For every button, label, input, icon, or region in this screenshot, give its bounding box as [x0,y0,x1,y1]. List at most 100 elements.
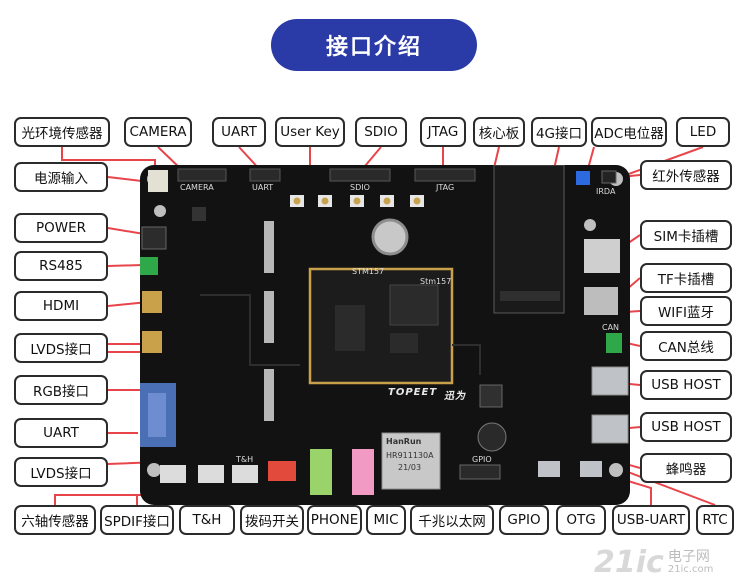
label-camera: CAMERA [124,117,192,147]
mini-pcie-slot [500,291,560,301]
buzzer [477,422,507,452]
silk-can: CAN [602,323,620,332]
label-spdif: SPDIF接口 [100,505,174,535]
label-power: POWER [14,213,108,243]
can-connector [606,333,622,353]
label-light-sensor: 光环境传感器 [14,117,110,147]
mount-hole [584,219,596,231]
label-phone: PHONE [307,505,362,535]
label-jtag: JTAG [420,117,466,147]
label-user-key: User Key [275,117,345,147]
hdmi-connector [142,291,162,313]
label-led: LED [676,117,730,147]
label-lvds-2: LVDS接口 [14,457,108,487]
watermark-logo: 21ic [594,545,664,580]
sim-slot [584,239,620,273]
jtag-header [414,168,476,182]
label-tf: TF卡插槽 [640,263,732,293]
label-4g: 4G接口 [531,117,587,147]
line-rs485 [107,264,143,267]
label-wifi: WIFI蓝牙 [640,296,732,326]
ram-chip [335,305,365,351]
camera-header [177,168,227,182]
light-sensor [148,170,168,192]
label-power-input: 电源输入 [14,162,108,192]
usb-uart-port [580,461,602,477]
ethernet-jack [381,432,441,490]
silk-th: T&H [236,455,254,464]
label-gigabit-ethernet: 千兆以太网 [410,505,494,535]
label-rs485: RS485 [14,251,108,281]
label-dip-switch: 拨码开关 [240,505,304,535]
label-gpio: GPIO [499,505,549,535]
ir-sensor [601,170,617,184]
label-lvds-1: LVDS接口 [14,333,108,363]
label-usb-host-2: USB HOST [640,412,732,442]
lvds-hdmi-connector [142,331,162,353]
circuit-board: STM157 Stm157 TOPEET 迅为 HanRun HR911130A… [140,165,630,505]
coin-cell [371,218,409,256]
silk-uart: UART [252,183,274,192]
watermark-line2: 21ic.com [667,564,714,576]
label-mic: MIC [366,505,406,535]
label-sim: SIM卡插槽 [640,220,732,250]
label-otg: OTG [556,505,606,535]
cpu-chip [389,284,439,326]
watermark-line1: 电子网 [667,549,710,566]
mount-hole [154,205,166,217]
otg-port [538,461,560,477]
label-can: CAN总线 [640,331,732,361]
label-buzzer: 蜂鸣器 [640,453,732,483]
spdif-connector [198,465,224,483]
usb-host-1 [591,366,629,396]
silk-sdio: SDIO [350,183,370,192]
label-hdmi: HDMI [14,291,108,321]
label-rtc: RTC [696,505,734,535]
wifi-module [479,384,503,408]
th-connector [232,465,258,483]
serial-db9-face [148,393,166,437]
eth-brand: HanRun [386,437,422,446]
board-graphics [140,165,629,495]
tf-slot [584,287,618,315]
label-ir-sensor: 红外传感器 [640,160,732,190]
silk-gpio: GPIO [472,455,492,464]
label-six-axis: 六轴传感器 [14,505,96,535]
power-jack [141,226,167,250]
watermark: 21ic 电子网 21ic.com [594,546,744,580]
brand-logo-cn: 迅为 [444,391,466,402]
rgb-connector [264,291,274,343]
uart-header [249,168,281,182]
sdio-header [329,168,391,182]
lvds-connector-2 [264,369,274,421]
core-silk-label-2: Stm157 [420,277,452,286]
mount-hole [609,463,623,477]
phone-jack [310,449,332,495]
rs485-connector [140,257,158,275]
label-core-board: 核心板 [473,117,525,147]
emmc-chip [390,333,418,353]
gpio-header [459,464,501,480]
silk-jtag: JTAG [436,183,455,192]
label-adc: ADC电位器 [591,117,667,147]
label-usb-host-1: USB HOST [640,370,732,400]
inductor [192,207,206,221]
module-4g [493,165,565,314]
usb-host-2 [591,414,629,444]
core-silk-label: STM157 [352,267,385,276]
silk-irda: IRDA [596,187,616,196]
label-th: T&H [179,505,235,535]
user-keys [290,195,424,207]
label-sdio: SDIO [355,117,407,147]
adc-potentiometer [576,171,590,185]
eth-chip-label: HR911130A [386,451,434,460]
eth-code: 21/03 [398,463,422,472]
label-uart-top: UART [212,117,266,147]
mount-hole [147,463,161,477]
label-rgb: RGB接口 [14,375,108,405]
brand-logo: TOPEET [388,387,438,398]
six-axis-connector [160,465,186,483]
label-uart-left: UART [14,418,108,448]
lvds-connector-1 [264,221,274,273]
mic-jack [352,449,374,495]
